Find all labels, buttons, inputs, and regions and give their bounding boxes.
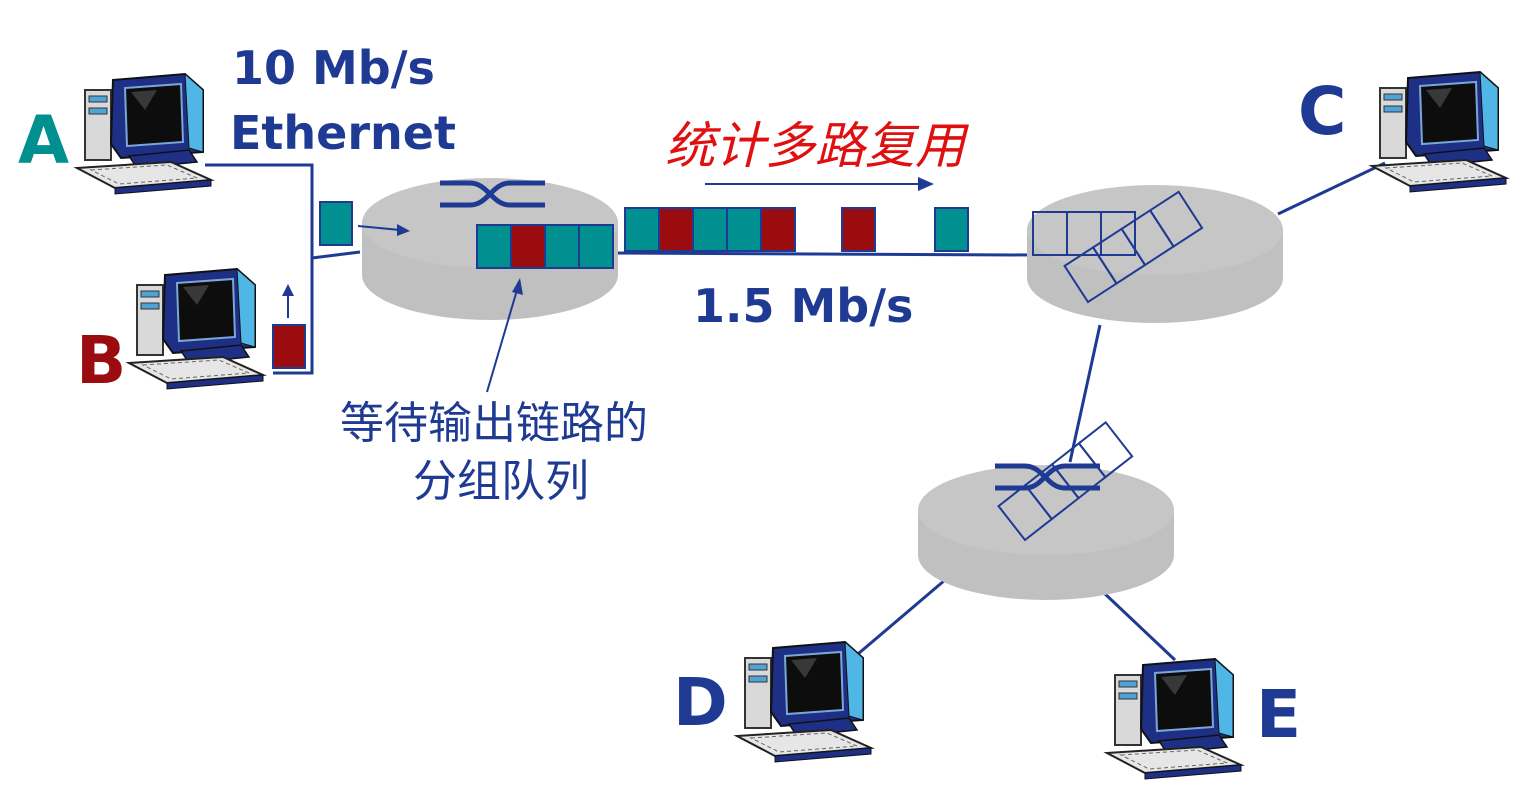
link-r1-r2	[612, 251, 1031, 257]
arrow-to-router	[357, 225, 401, 231]
link-packets	[624, 207, 969, 252]
output-queue-diagonal	[997, 420, 1134, 542]
host-a-computer-icon	[76, 73, 212, 195]
host-b-computer-icon	[128, 268, 264, 390]
output-queue	[476, 224, 614, 269]
host-c-label: C	[1298, 73, 1346, 150]
queue-label-line1: 等待输出链路的	[340, 398, 648, 449]
host-e-computer-icon	[1106, 658, 1242, 780]
host-a-label: A	[18, 102, 69, 179]
host-d-computer-icon	[736, 641, 872, 763]
host-b-label: B	[76, 322, 126, 399]
arrow-head-icon	[397, 224, 410, 236]
router-2	[1027, 185, 1283, 323]
output-queue-diagonal	[1063, 190, 1204, 304]
ethernet-name-label: Ethernet	[230, 106, 456, 160]
switch-icon	[440, 180, 545, 208]
link-r2-r3	[1068, 324, 1102, 463]
ethernet-speed-label: 10 Mb/s	[232, 41, 435, 95]
input-queue	[1032, 211, 1136, 256]
router-1	[362, 178, 618, 320]
ethernet-links	[205, 163, 361, 375]
packet-a	[319, 201, 353, 246]
link-speed-label: 1.5 Mb/s	[693, 279, 913, 333]
queue-label-line2: 分组队列	[413, 456, 589, 507]
host-e-label: E	[1256, 676, 1301, 753]
host-c-computer-icon	[1371, 71, 1507, 193]
link-r3-e	[1101, 590, 1177, 662]
arrow-head-icon	[918, 177, 934, 191]
arrow-head-icon	[512, 278, 523, 295]
mux-label: 统计多路复用	[665, 117, 969, 175]
arrow-head-icon	[282, 284, 294, 296]
link-r2-c	[1277, 161, 1386, 216]
link-r3-d	[844, 578, 946, 667]
queue-callout-line	[486, 289, 518, 393]
host-d-label: D	[673, 664, 728, 741]
router-3	[918, 420, 1174, 600]
switch-icon	[995, 463, 1100, 491]
packet-b	[272, 324, 306, 369]
